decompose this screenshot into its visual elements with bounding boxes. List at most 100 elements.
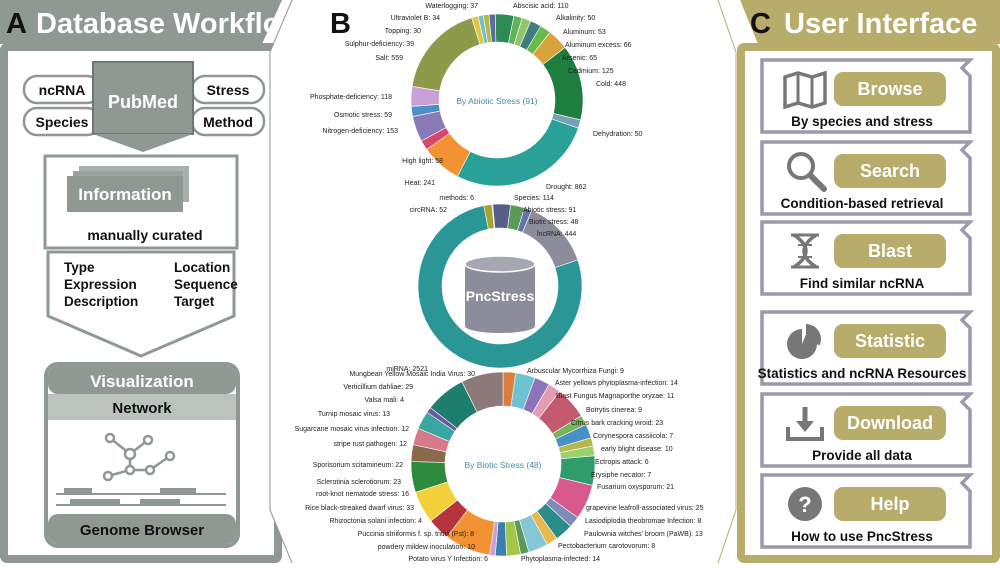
database-cylinder-icon: [464, 255, 536, 333]
pubmed-box: [92, 61, 194, 135]
fields-box: [46, 250, 236, 358]
slice-label: Species: 114: [514, 195, 554, 202]
slice-label: Potato virus Y Infection: 6: [408, 556, 488, 563]
blast-description: Find similar ncRNA: [800, 276, 925, 291]
slice-label: lncRNA: 444: [537, 231, 576, 238]
slice-label: Rhizoctonia solani infection: 4: [329, 518, 422, 525]
slice-label: Sclerotinia sclerotiorum: 23: [317, 479, 402, 486]
statistic-description: Statistics and ncRNA Resources: [758, 366, 967, 381]
info-subtitle: manually curated: [87, 227, 202, 243]
ui-card-list: Browse By species and stressSearchConditi…: [758, 58, 975, 549]
slice-label: Aluminum: 53: [563, 29, 606, 36]
database-donut: [417, 203, 583, 369]
genome-track-icon: [56, 488, 226, 506]
search-description: Condition-based retrieval: [781, 196, 944, 211]
slice-label: Dehydration: 50: [593, 131, 643, 138]
panel-c-letter: C: [750, 8, 771, 40]
network-bar: [48, 394, 236, 420]
donut-slice: [483, 204, 495, 230]
slice-label: Blast Fungus Magnaporthe oryzae: 11: [556, 393, 674, 400]
slice-label: early blight disease: 10: [601, 446, 673, 453]
slice-label: Ultraviolet B: 34: [391, 15, 441, 22]
slice-label: Arbuscular Mycorrhiza Fungi: 9: [527, 368, 624, 375]
download-button-label: Download: [847, 413, 933, 433]
slice-label: Cadmium: 125: [568, 68, 614, 75]
pubmed-arrow: [93, 134, 193, 152]
slice-label: miRNA: 2521: [386, 366, 428, 373]
viz-title-bg: [48, 366, 236, 394]
search-icon: [787, 152, 827, 192]
help-icon: ?: [788, 487, 822, 521]
panel-b: B By Abiotic Stress (91) PncStress By Bi…: [269, 0, 737, 564]
slice-label: root-knot nematode stress: 16: [316, 491, 409, 498]
slice-label: Alkalinity: 50: [556, 15, 595, 22]
slice-label: Sporisorium scitamineum: 22: [313, 462, 403, 469]
slice-label: Cold: 448: [596, 81, 626, 88]
slice-label: Turnip mosaic virus: 13: [318, 411, 390, 418]
info-title: Information: [78, 185, 172, 204]
search-button[interactable]: [834, 154, 946, 188]
slice-label: Citrus bark cracking viroid: 23: [571, 420, 663, 427]
slice-label: Verticillium dahliae: 29: [343, 384, 413, 391]
browse-button[interactable]: [834, 72, 946, 106]
slice-label: Valsa mali: 4: [364, 397, 404, 404]
panel-b-left-edge: [269, 0, 293, 564]
slice-label: Sulphur-deficiency: 39: [345, 41, 414, 48]
slice-label: Nitrogen-deficiency: 153: [323, 128, 399, 135]
slice-label: Drought: 862: [546, 184, 587, 191]
genome-bar: [48, 514, 236, 544]
slice-label: powdery mildew inoculation: 10: [378, 544, 475, 551]
slice-label: Biotic stress: 48: [529, 219, 579, 226]
slice-label: Corynespora cassiicola: 7: [593, 433, 673, 440]
field-sequence: Sequence: [174, 277, 238, 292]
donut-slice: [417, 205, 583, 369]
blast-button[interactable]: [834, 234, 946, 268]
genome-label: Genome Browser: [80, 522, 204, 539]
slice-label: Topping: 30: [385, 28, 421, 35]
download-button[interactable]: [834, 406, 946, 440]
slice-label: Mungbean Yellow Mosaic India Virus: 30: [349, 371, 475, 378]
svg-text:?: ?: [798, 492, 811, 517]
slice-label: methods: 6: [439, 195, 474, 202]
download-description: Provide all data: [812, 448, 912, 463]
panel-a-header-bg: [0, 0, 282, 44]
slice-label: Abiotic stress: 91: [523, 207, 576, 214]
info-card: [67, 176, 183, 212]
slice-label: Arsenic: 65: [562, 55, 597, 62]
slice-label: Waterlogging: 37: [425, 3, 478, 10]
network-graph-icon: [102, 432, 176, 482]
help-button[interactable]: [834, 487, 946, 521]
tag-stress-label: Stress: [207, 82, 250, 98]
slice-label: circRNA: 52: [410, 207, 447, 214]
panel-a-letter: A: [6, 8, 27, 40]
slice-label: Fusarium oxysporum: 21: [597, 484, 674, 491]
biotic-stress-donut: [410, 371, 596, 557]
browse-button-label: Browse: [857, 79, 922, 99]
field-description: Description: [64, 294, 138, 309]
field-target: Target: [174, 294, 215, 309]
search-button-label: Search: [860, 161, 920, 181]
donut-slice: [488, 13, 497, 43]
field-location: Location: [174, 260, 230, 275]
tag-ncrna-label: ncRNA: [39, 82, 86, 98]
panel-a: A Database Workflow ncRNA Stress Species…: [0, 0, 303, 563]
statistic-button-label: Statistic: [855, 331, 925, 351]
map-icon: [783, 70, 827, 110]
pubmed-label: PubMed: [108, 92, 178, 112]
slice-label: High light: 58: [402, 158, 443, 165]
help-description: How to use PncStress: [791, 529, 933, 544]
browse-description: By species and stress: [791, 114, 933, 129]
statistic-button[interactable]: [834, 324, 946, 358]
panel-b-letter: B: [330, 8, 351, 40]
slice-label: Osmotic stress: 59: [334, 112, 392, 119]
blast-button-label: Blast: [868, 241, 912, 261]
panel-b-right-edge: [717, 0, 737, 564]
network-label: Network: [112, 400, 172, 417]
slice-label: Aluminum excess: 66: [565, 42, 632, 49]
